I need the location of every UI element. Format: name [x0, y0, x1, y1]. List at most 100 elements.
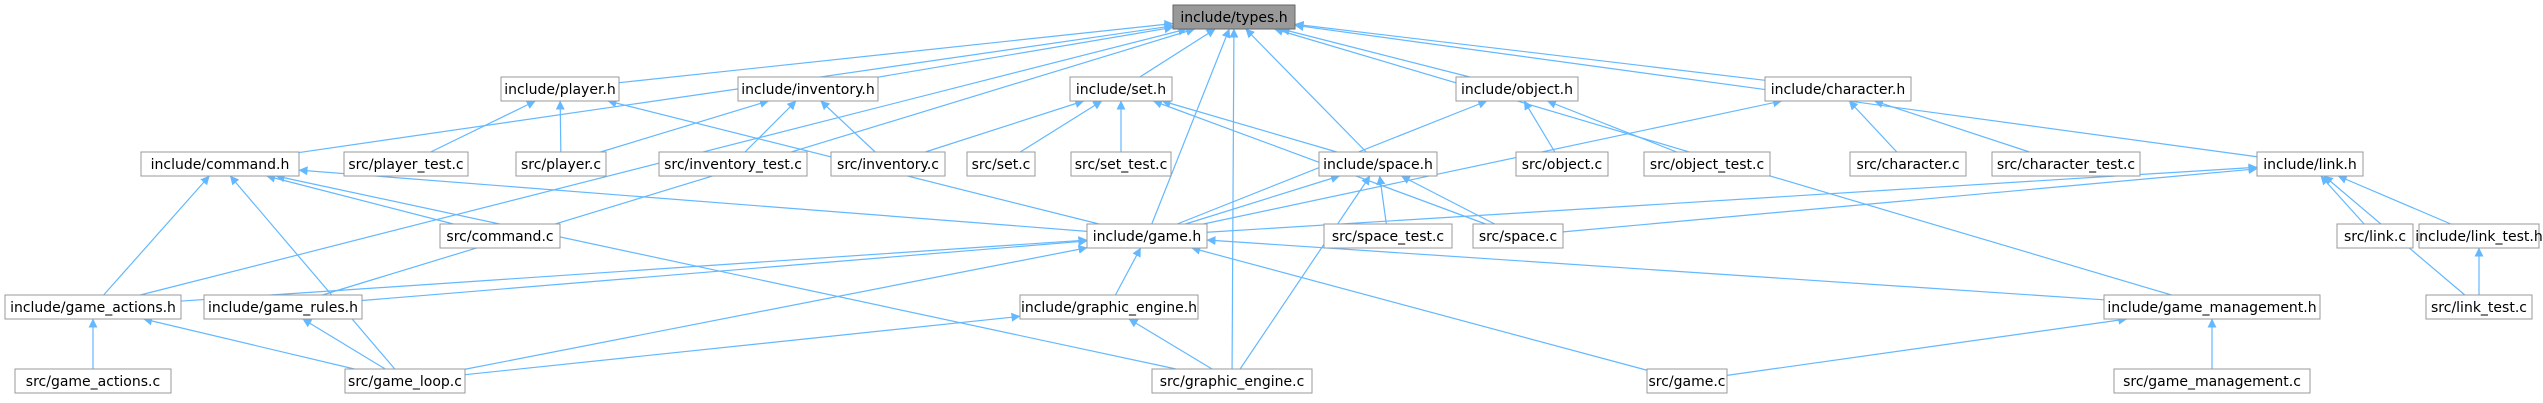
node-label: include/link.h — [2263, 157, 2357, 173]
node-box — [966, 151, 1036, 177]
edge-game_management_h-to-game_h — [1206, 236, 2105, 301]
edge-graphic_engine_c-to-space_h — [1239, 175, 1371, 370]
edge-link_c-to-link_h — [2320, 175, 2365, 225]
node-game-actions-h[interactable]: include/game_actions.h — [4, 294, 182, 320]
node-command-h[interactable]: include/command.h — [140, 151, 300, 177]
edge-game_h-to-character_h — [1203, 98, 1783, 225]
edge-game_rules_h-to-game_h — [361, 237, 1088, 302]
node-box — [344, 368, 466, 394]
node-space-c[interactable]: src/space.c — [1472, 223, 1564, 249]
edge-object_h-to-types_h — [1280, 26, 1470, 78]
edge-game_loop_c-to-game_h — [464, 244, 1088, 370]
node-command-c[interactable]: src/command.c — [439, 223, 561, 249]
node-label: include/inventory.h — [741, 82, 874, 98]
node-inventory-test-c[interactable]: src/inventory_test.c — [658, 151, 808, 177]
node-box — [1643, 151, 1771, 177]
edge-inventory_h-to-types_h — [877, 24, 1174, 78]
edge-command_h-to-types_h — [298, 22, 1174, 154]
node-inventory-h[interactable]: include/inventory.h — [737, 76, 879, 102]
node-space-test-c[interactable]: src/space_test.c — [1323, 223, 1453, 249]
node-graphic-engine-h[interactable]: include/graphic_engine.h — [1019, 294, 1199, 320]
node-box — [1646, 368, 1728, 394]
edge-game_actions_h-to-game_h — [180, 236, 1088, 302]
edge-player_c-to-player_h — [555, 100, 565, 153]
node-game-c[interactable]: src/game.c — [1646, 368, 1728, 394]
node-box — [1455, 76, 1579, 102]
node-game-loop-c[interactable]: src/game_loop.c — [344, 368, 466, 394]
edge-game_h-to-types_h — [1151, 28, 1231, 225]
node-box — [515, 151, 607, 177]
edge-player_c-to-inventory_h — [600, 99, 769, 153]
edge-object_test_c-to-object_h — [1546, 99, 1677, 153]
node-box — [1849, 151, 1967, 177]
node-object-test-c[interactable]: src/object_test.c — [1643, 151, 1771, 177]
node-player-h[interactable]: include/player.h — [500, 76, 620, 102]
node-set-c[interactable]: src/set.c — [966, 151, 1036, 177]
node-game-actions-c[interactable]: src/game_actions.c — [14, 368, 172, 394]
node-label: src/object.c — [1522, 157, 1602, 173]
node-box — [1472, 223, 1564, 249]
node-character-c[interactable]: src/character.c — [1849, 151, 1967, 177]
node-player-test-c[interactable]: src/player_test.c — [343, 151, 469, 177]
node-box — [14, 368, 172, 394]
node-object-h[interactable]: include/object.h — [1455, 76, 1579, 102]
edge-graphic_engine_c-to-graphic_engine_h — [1128, 318, 1213, 370]
node-label: include/game_management.h — [2107, 300, 2316, 316]
node-box — [1318, 151, 1438, 177]
node-space-h[interactable]: include/space.h — [1318, 151, 1438, 177]
node-label: include/player.h — [504, 82, 616, 98]
edge-game_actions_h-to-command_h — [103, 175, 210, 296]
node-inventory-c[interactable]: src/inventory.c — [830, 151, 946, 177]
node-box — [439, 223, 561, 249]
edge-graphic_engine_c-to-types_h — [1229, 28, 1239, 370]
node-label: include/types.h — [1180, 10, 1287, 26]
node-label: src/player_test.c — [348, 157, 463, 173]
node-label: src/object_test.c — [1650, 157, 1764, 173]
node-game-management-c[interactable]: src/game_management.c — [2113, 368, 2311, 394]
edge-game_loop_c-to-game_actions_h — [143, 316, 355, 370]
node-player-c[interactable]: src/player.c — [515, 151, 607, 177]
edge-object_c-to-object_h — [1523, 100, 1556, 153]
node-character-test-c[interactable]: src/character_test.c — [1991, 151, 2141, 177]
node-box — [1515, 151, 1609, 177]
node-label: include/space.h — [1323, 157, 1433, 173]
node-game-h[interactable]: include/game.h — [1086, 223, 1208, 249]
node-box — [343, 151, 469, 177]
node-box — [2336, 223, 2414, 249]
node-box — [1323, 223, 1453, 249]
node-label: src/space_test.c — [1332, 229, 1444, 245]
node-types-h[interactable]: include/types.h — [1172, 4, 1296, 30]
node-set-test-c[interactable]: src/set_test.c — [1070, 151, 1172, 177]
node-object-c[interactable]: src/object.c — [1515, 151, 1609, 177]
edge-graphic_engine_h-to-game_h — [1114, 247, 1142, 296]
node-box — [2113, 368, 2311, 394]
node-graphic-engine-c[interactable]: src/graphic_engine.c — [1151, 368, 1313, 394]
node-box — [1172, 4, 1296, 30]
edge-character_c-to-character_h — [1848, 100, 1898, 153]
node-label: src/inventory_test.c — [664, 157, 802, 173]
node-game-rules-h[interactable]: include/game_rules.h — [203, 294, 363, 320]
node-label: src/player.c — [521, 157, 601, 173]
node-game-management-h[interactable]: include/game_management.h — [2103, 294, 2321, 320]
node-link-h[interactable]: include/link.h — [2256, 151, 2364, 177]
node-label: src/command.c — [446, 229, 553, 245]
node-link-test-c[interactable]: src/link_test.c — [2425, 294, 2533, 320]
edge-game_loop_c-to-command_h — [229, 175, 396, 370]
node-label: include/graphic_engine.h — [1021, 300, 1197, 316]
node-label: src/graphic_engine.c — [1160, 374, 1305, 390]
node-label: include/game_rules.h — [208, 300, 358, 316]
edge-inventory_c-to-inventory_h — [820, 100, 876, 153]
node-box — [2103, 294, 2321, 320]
edge-space_h-to-set_h — [1161, 99, 1338, 153]
node-label: src/link_test.c — [2431, 300, 2527, 316]
node-set-h[interactable]: include/set.h — [1069, 76, 1173, 102]
node-character-h[interactable]: include/character.h — [1764, 76, 1912, 102]
node-box — [830, 151, 946, 177]
node-link-c[interactable]: src/link.c — [2336, 223, 2414, 249]
edge-set_c-to-set_h — [1019, 100, 1103, 153]
node-label: src/character_test.c — [1997, 157, 2135, 173]
node-link-test-h[interactable]: include/link_test.h — [2415, 223, 2543, 249]
edge-set_h-to-types_h — [1139, 28, 1216, 78]
edge-space_test_c-to-space_h — [1376, 175, 1387, 225]
